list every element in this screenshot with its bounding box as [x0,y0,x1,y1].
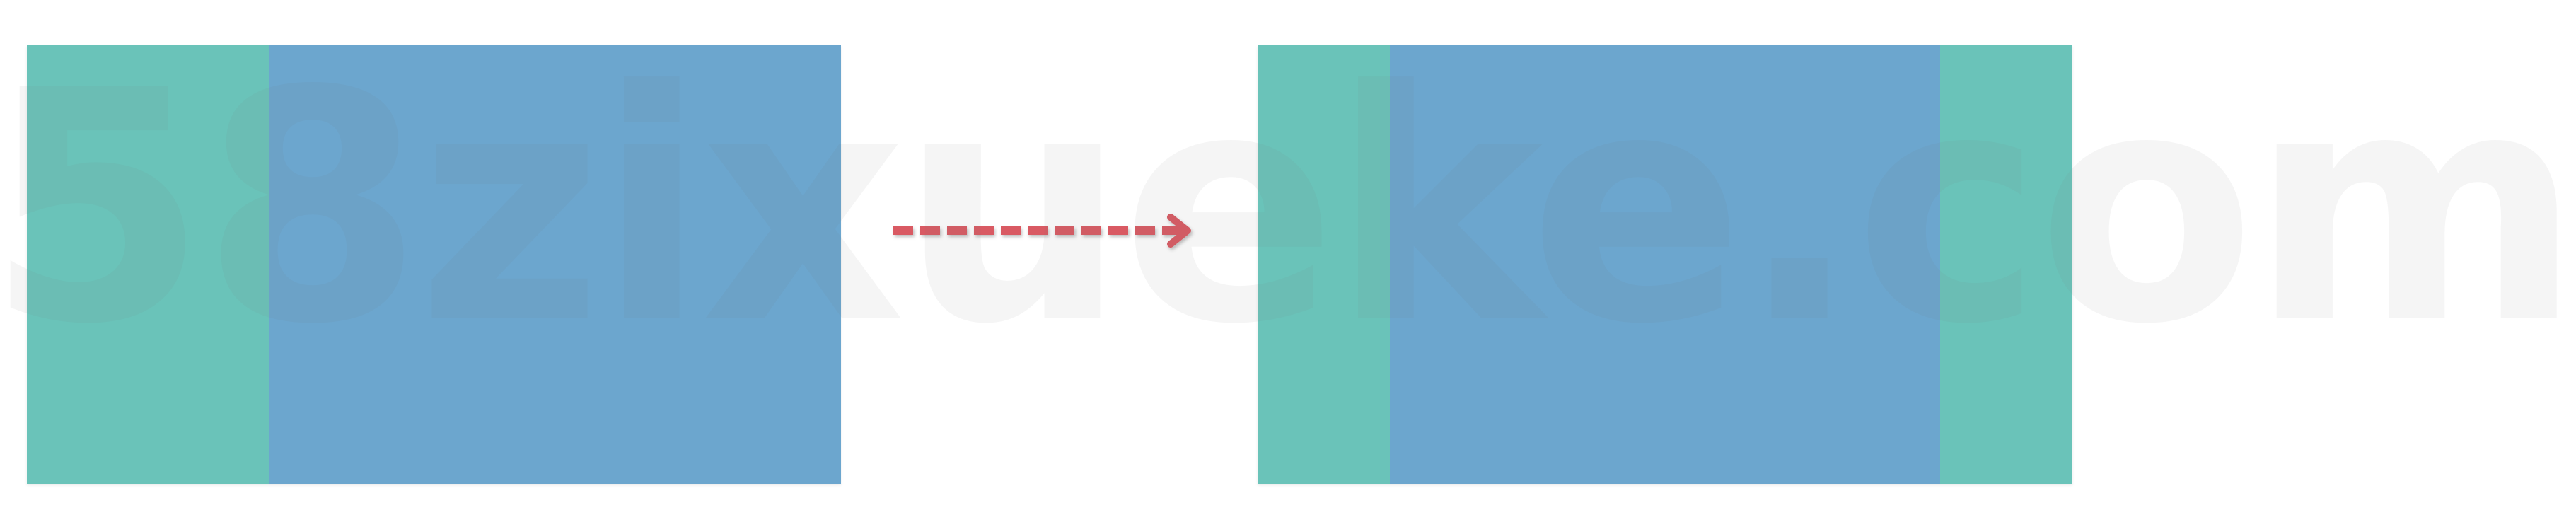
right-panel-left-teal-region [1258,45,1390,484]
arrow-icon [893,214,1191,248]
diagram-canvas: 58zixueke.com [0,45,2576,484]
left-panel [27,45,841,484]
left-panel-teal-region [27,45,269,484]
right-panel [1258,45,2072,484]
right-panel-blue-region [1390,45,1940,484]
left-panel-blue-region [269,45,841,484]
right-panel-right-teal-region [1940,45,2072,484]
transition-arrow [888,209,1199,254]
